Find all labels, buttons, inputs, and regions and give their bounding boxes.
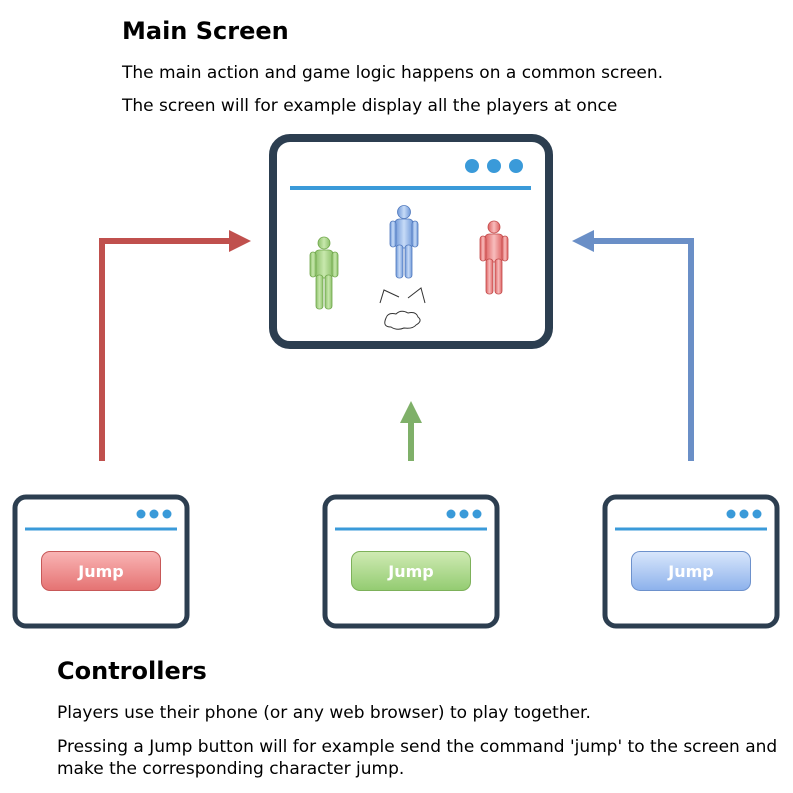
window-dot-icon bbox=[487, 159, 501, 173]
window-dot-icon bbox=[136, 509, 146, 519]
window-dot-icon bbox=[459, 509, 469, 519]
red-arrow bbox=[99, 230, 251, 461]
window-dot-icon bbox=[149, 509, 159, 519]
controllers-title: Controllers bbox=[57, 657, 207, 685]
window-dot-icon bbox=[446, 509, 456, 519]
window-dot-icon bbox=[752, 509, 762, 519]
dust-cloud-icon bbox=[384, 310, 421, 330]
window-dot-icon bbox=[726, 509, 736, 519]
window-dot-icon bbox=[465, 159, 479, 173]
blue-player-character bbox=[389, 205, 419, 279]
green-player-character bbox=[309, 236, 339, 310]
green-arrow bbox=[400, 401, 422, 461]
blue-arrow bbox=[572, 230, 694, 461]
jump-button-green[interactable]: Jump bbox=[351, 551, 471, 591]
jump-button-red[interactable]: Jump bbox=[41, 551, 161, 591]
main-screen-title: Main Screen bbox=[122, 17, 289, 45]
window-dot-icon bbox=[739, 509, 749, 519]
main-screen-description-2: The screen will for example display all … bbox=[122, 96, 618, 116]
controllers-description-1: Players use their phone (or any web brow… bbox=[57, 703, 591, 723]
jump-motion-lines bbox=[379, 287, 426, 304]
red-player-character bbox=[479, 220, 509, 295]
window-dot-icon bbox=[162, 509, 172, 519]
main-screen-window bbox=[269, 134, 553, 349]
jump-button-blue[interactable]: Jump bbox=[631, 551, 751, 591]
window-dot-icon bbox=[472, 509, 482, 519]
main-screen-description-1: The main action and game logic happens o… bbox=[122, 63, 664, 83]
controllers-description-2: Pressing a Jump button will for example … bbox=[57, 737, 778, 779]
window-dot-icon bbox=[509, 159, 523, 173]
